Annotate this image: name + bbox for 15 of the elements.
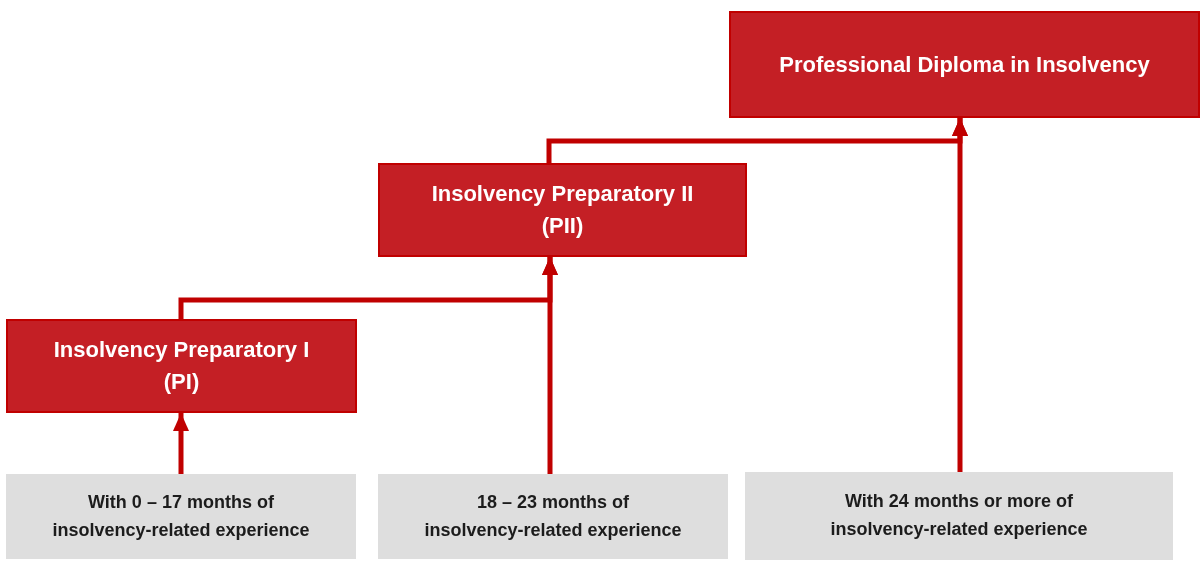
- requirement-box: [378, 474, 728, 559]
- requirement-text: With 24 months or more of insolvency-related experience: [829, 490, 1089, 541]
- arrow: [542, 257, 558, 474]
- requirement-text: With 0 – 17 months of insolvency-related experience: [51, 490, 311, 542]
- qualification-box: [729, 11, 1200, 118]
- requirement-box: [6, 474, 356, 559]
- arrow: [173, 413, 189, 474]
- qualification-box: [378, 163, 747, 257]
- arrow: [952, 118, 968, 472]
- requirement-box: [745, 472, 1173, 560]
- requirement-text: 18 – 23 months of insolvency-related experience: [423, 490, 683, 542]
- qualification-box: [6, 319, 357, 413]
- qualification-title: Insolvency Preparatory I (PI): [52, 336, 311, 396]
- qualification-title: Professional Diploma in Insolvency: [779, 50, 1150, 79]
- qualification-title: Insolvency Preparatory II (PII): [430, 180, 695, 240]
